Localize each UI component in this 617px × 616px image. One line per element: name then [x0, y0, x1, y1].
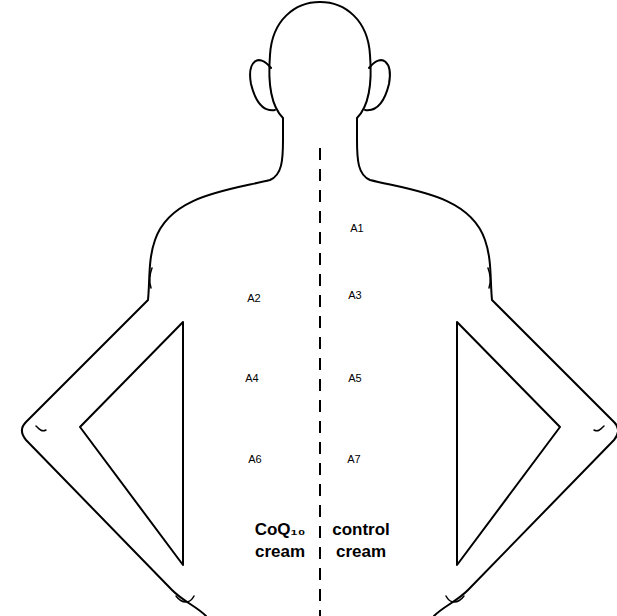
right-arm-gap — [457, 322, 560, 565]
site-label: A4 — [245, 372, 258, 385]
midline-dashed — [319, 148, 321, 616]
left-arm-gap — [80, 322, 183, 565]
site-label: A6 — [248, 453, 261, 466]
site-label: A5 — [348, 372, 361, 385]
site-label: A3 — [348, 289, 361, 302]
left-elbow-mark — [36, 426, 46, 431]
head-outline — [269, 2, 370, 140]
left-body-outline — [22, 140, 283, 616]
treatment-label: control cream — [332, 519, 390, 563]
treatment-label: CoQ₁₀ cream — [255, 519, 306, 563]
right-hand-mark — [446, 596, 464, 602]
site-label: A1 — [350, 222, 363, 235]
site-label: A7 — [347, 453, 360, 466]
right-body-outline — [357, 140, 617, 616]
left-shoulder-mark — [150, 268, 152, 288]
left-hand-mark — [176, 596, 194, 602]
right-shoulder-mark — [488, 268, 490, 288]
right-ear — [365, 60, 390, 110]
left-ear — [250, 60, 275, 110]
right-elbow-mark — [594, 426, 604, 431]
site-label: A2 — [247, 292, 260, 305]
